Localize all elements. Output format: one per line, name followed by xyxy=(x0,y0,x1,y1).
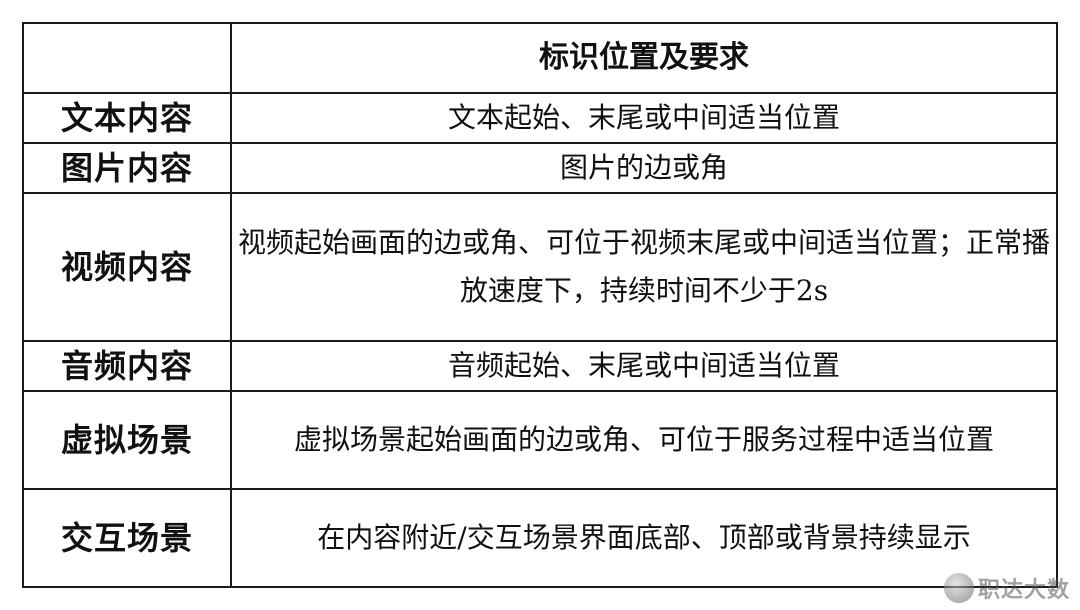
table-row: 虚拟场景 虚拟场景起始画面的边或角、可位于服务过程中适当位置 xyxy=(22,390,1058,490)
row-description: 图片的边或角 xyxy=(230,142,1058,194)
column-header: 标识位置及要求 xyxy=(230,22,1058,94)
row-label: 文本内容 xyxy=(22,92,232,144)
table-row: 文本内容 文本起始、末尾或中间适当位置 xyxy=(22,92,1058,144)
row-label: 交互场景 xyxy=(22,488,232,588)
row-description: 虚拟场景起始画面的边或角、可位于服务过程中适当位置 xyxy=(230,390,1058,490)
table-row: 视频内容 视频起始画面的边或角、可位于视频末尾或中间适当位置；正常播放速度下，持… xyxy=(22,192,1058,342)
row-description: 文本起始、末尾或中间适当位置 xyxy=(230,92,1058,144)
table-row: 交互场景 在内容附近/交互场景界面底部、顶部或背景持续显示 xyxy=(22,488,1058,588)
row-label: 音频内容 xyxy=(22,340,232,392)
watermark: 职达大数 xyxy=(943,572,1070,604)
row-label: 视频内容 xyxy=(22,192,232,342)
watermark-logo-icon xyxy=(943,573,974,603)
row-description: 在内容附近/交互场景界面底部、顶部或背景持续显示 xyxy=(230,488,1058,588)
row-description: 音频起始、末尾或中间适当位置 xyxy=(230,340,1058,392)
row-description: 视频起始画面的边或角、可位于视频末尾或中间适当位置；正常播放速度下，持续时间不少… xyxy=(230,192,1058,342)
row-label: 图片内容 xyxy=(22,142,232,194)
table-header-row: 标识位置及要求 xyxy=(22,22,1058,94)
row-label: 虚拟场景 xyxy=(22,390,232,490)
watermark-text: 职达大数 xyxy=(977,578,1070,603)
table-row: 图片内容 图片的边或角 xyxy=(22,142,1058,194)
requirements-table: 标识位置及要求 文本内容 文本起始、末尾或中间适当位置 图片内容 图片的边或角 … xyxy=(22,22,1058,588)
header-empty-cell xyxy=(22,22,232,94)
table-row: 音频内容 音频起始、末尾或中间适当位置 xyxy=(22,340,1058,392)
